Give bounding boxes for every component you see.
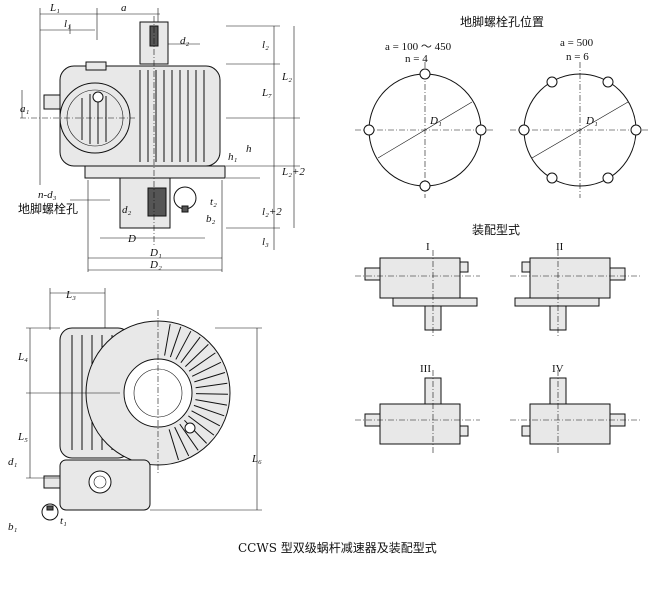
dim-D2: D₂ xyxy=(149,259,162,271)
left-spec-n: n = 4 xyxy=(405,53,428,65)
type-2-label: II xyxy=(556,241,564,253)
dim-L7: L₇ xyxy=(261,87,272,99)
wheel-fin xyxy=(195,382,228,389)
assembly-panel: 装配型式 I II III xyxy=(355,223,640,455)
dim-l1: l₁ xyxy=(64,18,71,30)
dim-t1: t₁ xyxy=(60,515,67,527)
dim-h1: h₁ xyxy=(228,151,238,163)
dim-d2-bottom: d₂ xyxy=(122,204,132,216)
front-view: L₁ l₁ a d₂ xyxy=(18,2,305,272)
dim-b1: b₁ xyxy=(8,521,18,533)
dim-d2-top: d₂ xyxy=(180,35,190,47)
dim-L4: L₄ xyxy=(17,351,28,363)
wheel-fin xyxy=(191,361,222,377)
bolt-position-title: 地脚螺栓孔位置 xyxy=(460,14,544,29)
assembly-title: 装配型式 xyxy=(472,223,520,237)
dim-L3: L₃ xyxy=(65,289,76,301)
type-3-label: III xyxy=(420,363,431,375)
left-spec-a: a = 100 ～ 450 xyxy=(385,41,452,53)
dim-L1: L₁ xyxy=(49,2,60,14)
wheel-fin xyxy=(191,410,221,427)
input-bore-icon xyxy=(88,470,112,494)
wheel-fin xyxy=(168,429,179,461)
bolt-position-panel: 地脚螺栓孔位置 a = 100 ～ 450 n = 4 D₁ a = 500 n… xyxy=(355,14,650,198)
dim-nd3: n-d₃ xyxy=(38,189,57,201)
right-spec-a: a = 500 xyxy=(560,37,594,49)
radial-fins xyxy=(164,323,228,461)
wheel-fin xyxy=(180,336,201,363)
side-view: L₃ L₄ L₅ d₁ b₁ t₁ L₆ xyxy=(8,288,262,533)
wheel-fin xyxy=(188,415,215,436)
wheel-fin xyxy=(194,372,226,383)
dim-L5: L₅ xyxy=(17,431,28,443)
right-spec-n: n = 6 xyxy=(566,51,589,63)
dim-L6: L₆ xyxy=(251,453,262,465)
type-4-label: IV xyxy=(552,363,564,375)
type-1-label: I xyxy=(426,241,430,253)
dim-a1: a₁ xyxy=(20,103,30,115)
bolt-hole-label: 地脚螺栓孔 xyxy=(18,201,78,216)
wheel-fin xyxy=(164,323,171,356)
wheel-fin xyxy=(195,393,228,395)
assembly-type-1: I xyxy=(355,241,480,338)
right-dia-label: D₁ xyxy=(585,115,598,127)
wheel-fin xyxy=(169,326,182,358)
wheel-fin xyxy=(174,426,190,457)
dim-d1: d₁ xyxy=(8,456,18,468)
shaft-end-icon xyxy=(41,503,59,521)
wheel-fin xyxy=(188,352,216,372)
figure-caption: CCWS 型双级蜗杆减速器及装配型式 xyxy=(238,540,437,555)
assembly-type-2: II xyxy=(510,241,640,338)
wheel-fin xyxy=(193,404,225,417)
assembly-type-3: III xyxy=(355,363,480,455)
dim-L2: L₂ xyxy=(281,71,292,83)
oil-plug-icon xyxy=(92,91,104,103)
dim-t2: t₂ xyxy=(210,196,217,208)
dim-a: a xyxy=(121,2,127,14)
left-dia-label: D₁ xyxy=(429,115,442,127)
wheel-fin xyxy=(195,399,228,406)
dim-h: h xyxy=(246,143,252,155)
assembly-type-4: IV xyxy=(510,363,640,455)
dim-D: D xyxy=(127,233,136,245)
base-plate xyxy=(84,165,226,179)
dim-l2p2: l₂+2 xyxy=(262,206,282,218)
dim-b2: b₂ xyxy=(206,213,216,225)
dim-l2: l₂ xyxy=(262,39,269,51)
cooling-fins xyxy=(139,70,205,162)
dim-l3: l₃ xyxy=(262,236,269,248)
input-shaft xyxy=(43,94,61,110)
dim-D1: D₁ xyxy=(149,247,162,259)
wheel-fin xyxy=(179,423,199,451)
wheel-fin xyxy=(184,344,209,367)
wheel-fin xyxy=(175,330,192,360)
input-shaft-side xyxy=(43,475,61,489)
dim-L2p2: L₂+2 xyxy=(281,166,305,178)
